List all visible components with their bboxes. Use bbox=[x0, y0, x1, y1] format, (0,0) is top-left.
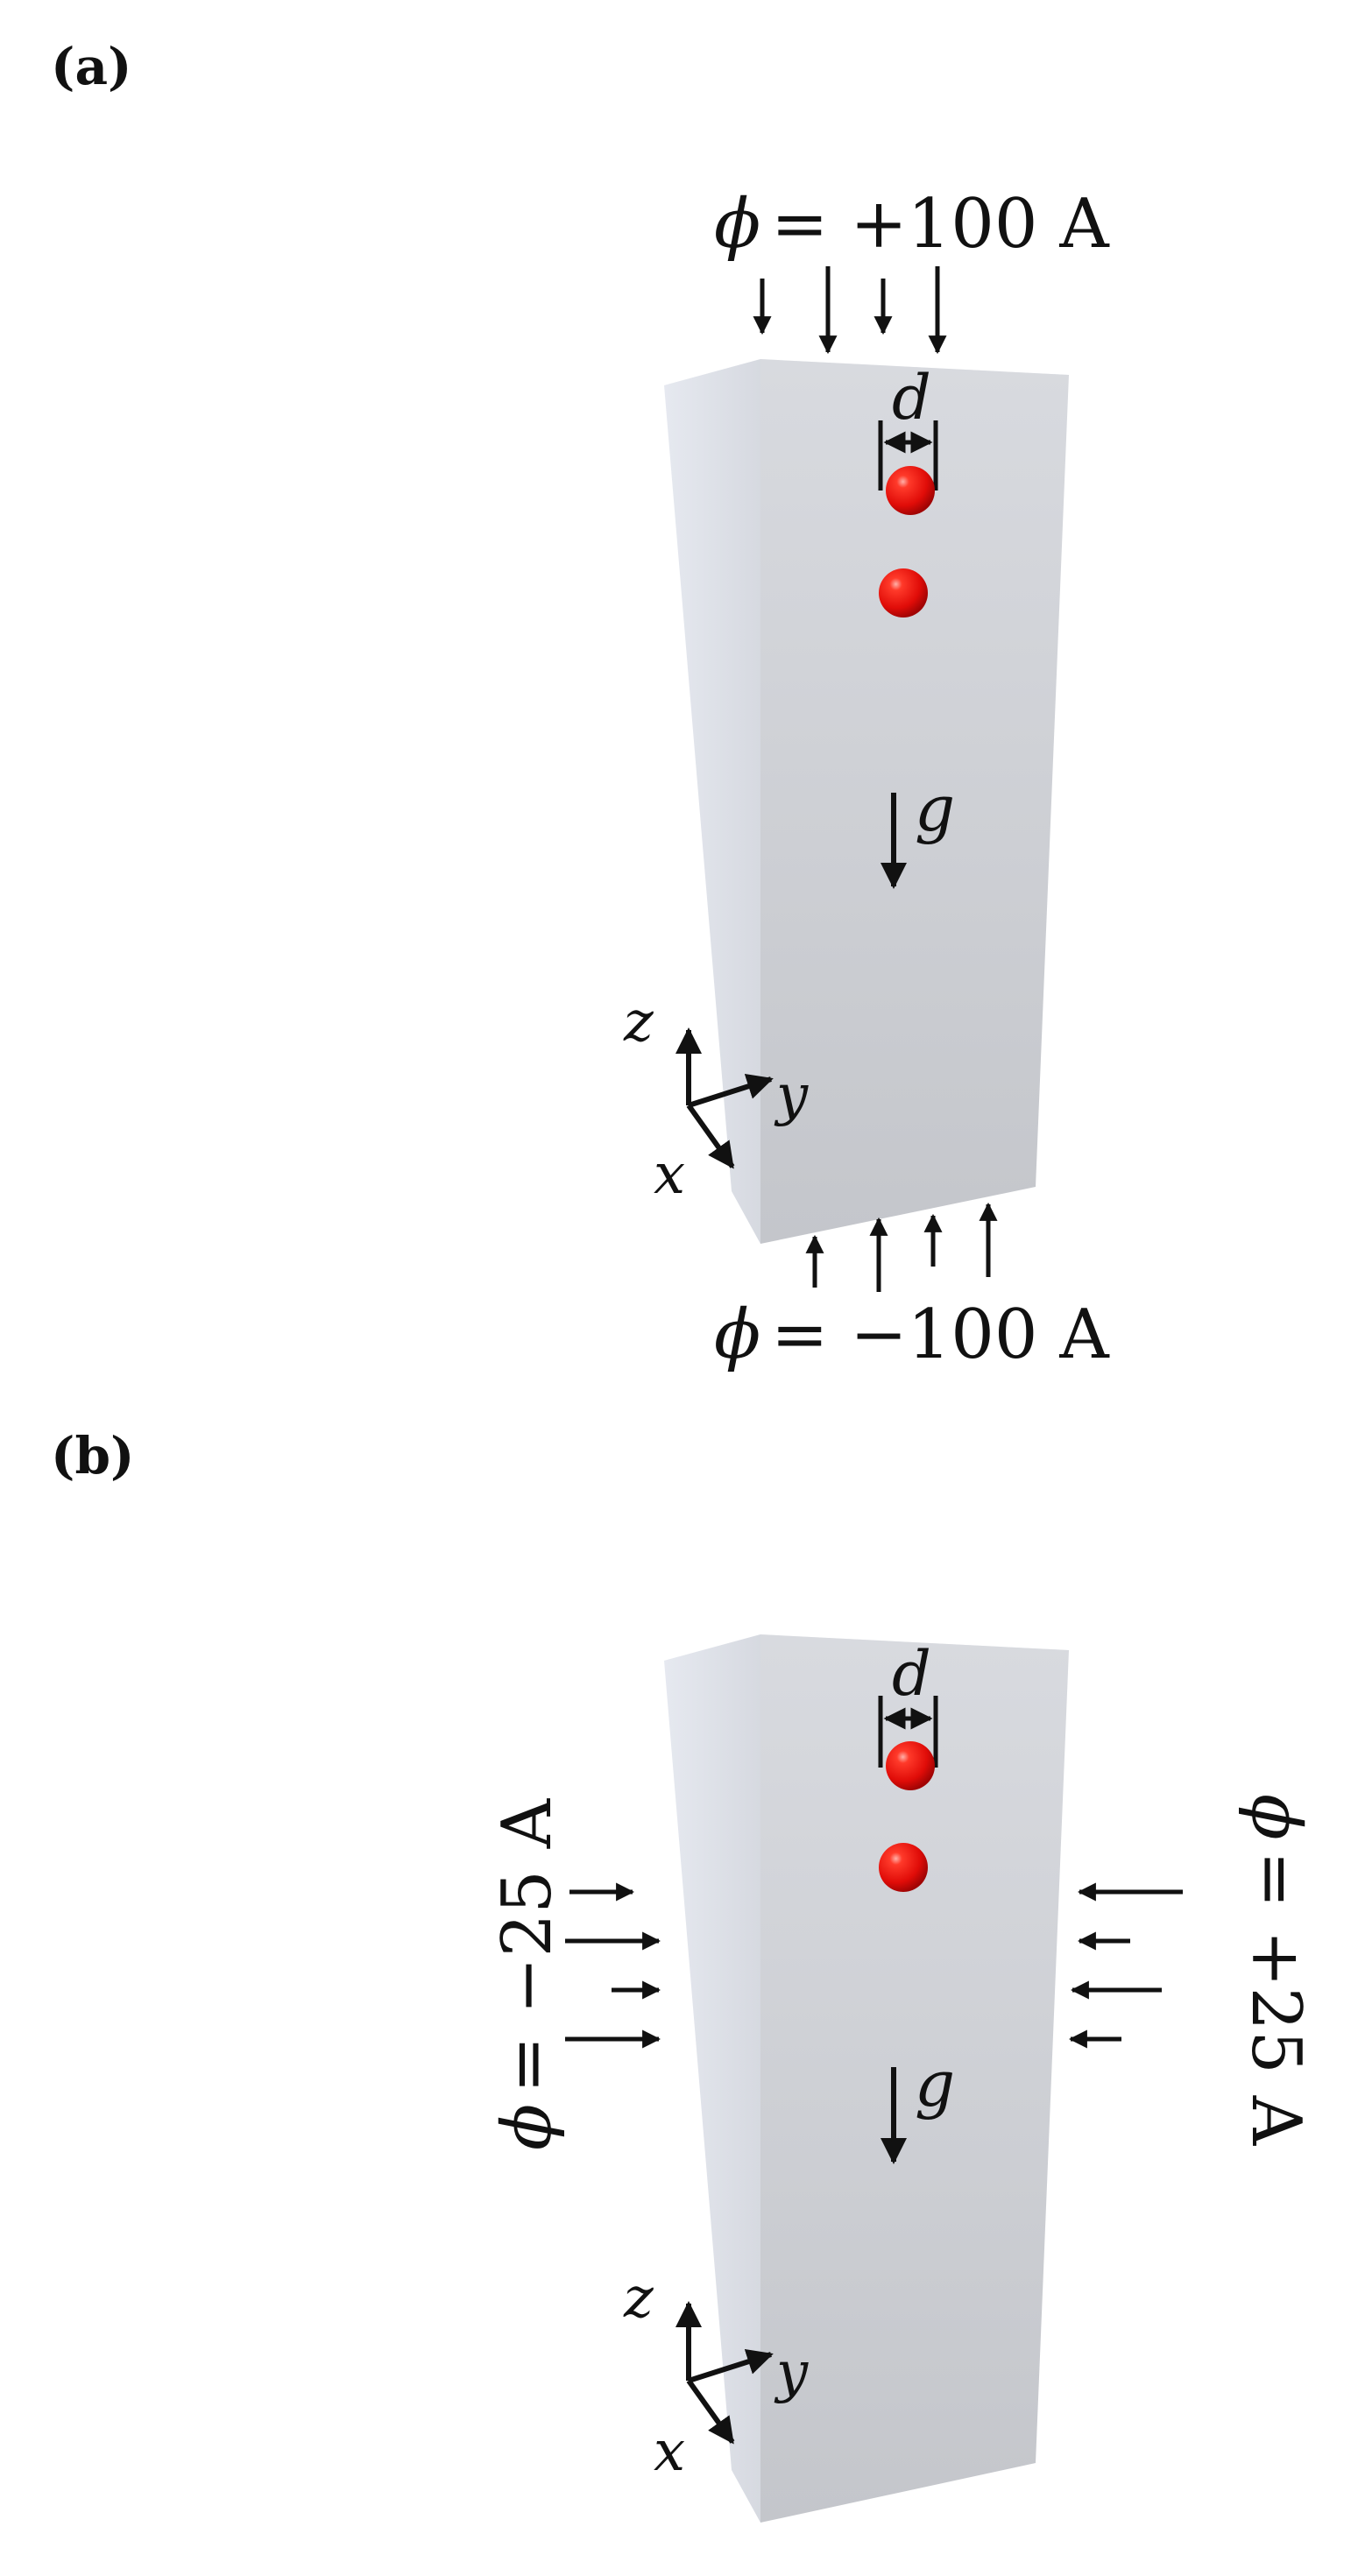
x-axis-label-b: x bbox=[654, 2419, 685, 2484]
spacing-label-a: d bbox=[892, 362, 931, 434]
particle-lower-b bbox=[879, 1843, 928, 1892]
left-potential-label-b: ϕ= −25 A bbox=[488, 1797, 567, 2150]
top-inflow-arrows-a bbox=[753, 266, 947, 355]
box-side-face-b bbox=[664, 1634, 760, 2523]
y-axis-b bbox=[688, 2348, 774, 2383]
right-potential-label-b: ϕ= +25 A bbox=[1236, 1794, 1315, 2147]
panel-b: (b) d ϕ= −25 A ϕ= +25 bbox=[51, 1426, 1315, 2523]
panel-a-label: (a) bbox=[51, 37, 131, 96]
bottom-outflow-arrows-a bbox=[805, 1202, 998, 1292]
channel-box-a bbox=[664, 359, 1069, 1244]
panel-a: (a) ϕ= +100 A d bbox=[51, 37, 1110, 1374]
gravity-indicator-a: g bbox=[881, 772, 955, 889]
y-axis-a bbox=[688, 1073, 774, 1108]
box-side-face-a bbox=[664, 359, 760, 1244]
z-axis-label-a: z bbox=[623, 990, 654, 1055]
channel-box-b bbox=[664, 1634, 1069, 2523]
x-axis-a bbox=[686, 1104, 735, 1169]
right-inflow-arrows-b bbox=[1068, 1882, 1183, 2049]
x-axis-label-a: x bbox=[654, 1142, 685, 1207]
z-axis-label-b: z bbox=[623, 2266, 654, 2331]
y-axis-label-b: y bbox=[774, 2340, 809, 2405]
left-inflow-arrows-b bbox=[565, 1882, 661, 2049]
panel-b-label: (b) bbox=[51, 1426, 134, 1486]
spacing-label-b: d bbox=[892, 1638, 931, 1710]
gravity-indicator-b: g bbox=[881, 2047, 955, 2164]
axes-triad-a: z y x bbox=[623, 990, 809, 1207]
gravity-label-b: g bbox=[915, 2047, 955, 2121]
y-axis-label-a: y bbox=[774, 1063, 809, 1128]
particle-upper-b bbox=[886, 1741, 935, 1790]
spacing-marker-a: d bbox=[878, 362, 938, 490]
particle-upper-a bbox=[886, 466, 935, 515]
x-axis-b bbox=[686, 2379, 735, 2445]
top-potential-label-a: ϕ= +100 A bbox=[714, 185, 1110, 264]
gravity-label-a: g bbox=[915, 772, 955, 845]
bottom-potential-label-a: ϕ= −100 A bbox=[714, 1295, 1110, 1374]
box-front-face-b bbox=[760, 1634, 1069, 2523]
spacing-marker-b: d bbox=[878, 1638, 938, 1768]
particle-lower-a bbox=[879, 568, 928, 618]
axes-triad-b: z y x bbox=[623, 2266, 809, 2484]
box-front-face-a bbox=[760, 359, 1069, 1244]
